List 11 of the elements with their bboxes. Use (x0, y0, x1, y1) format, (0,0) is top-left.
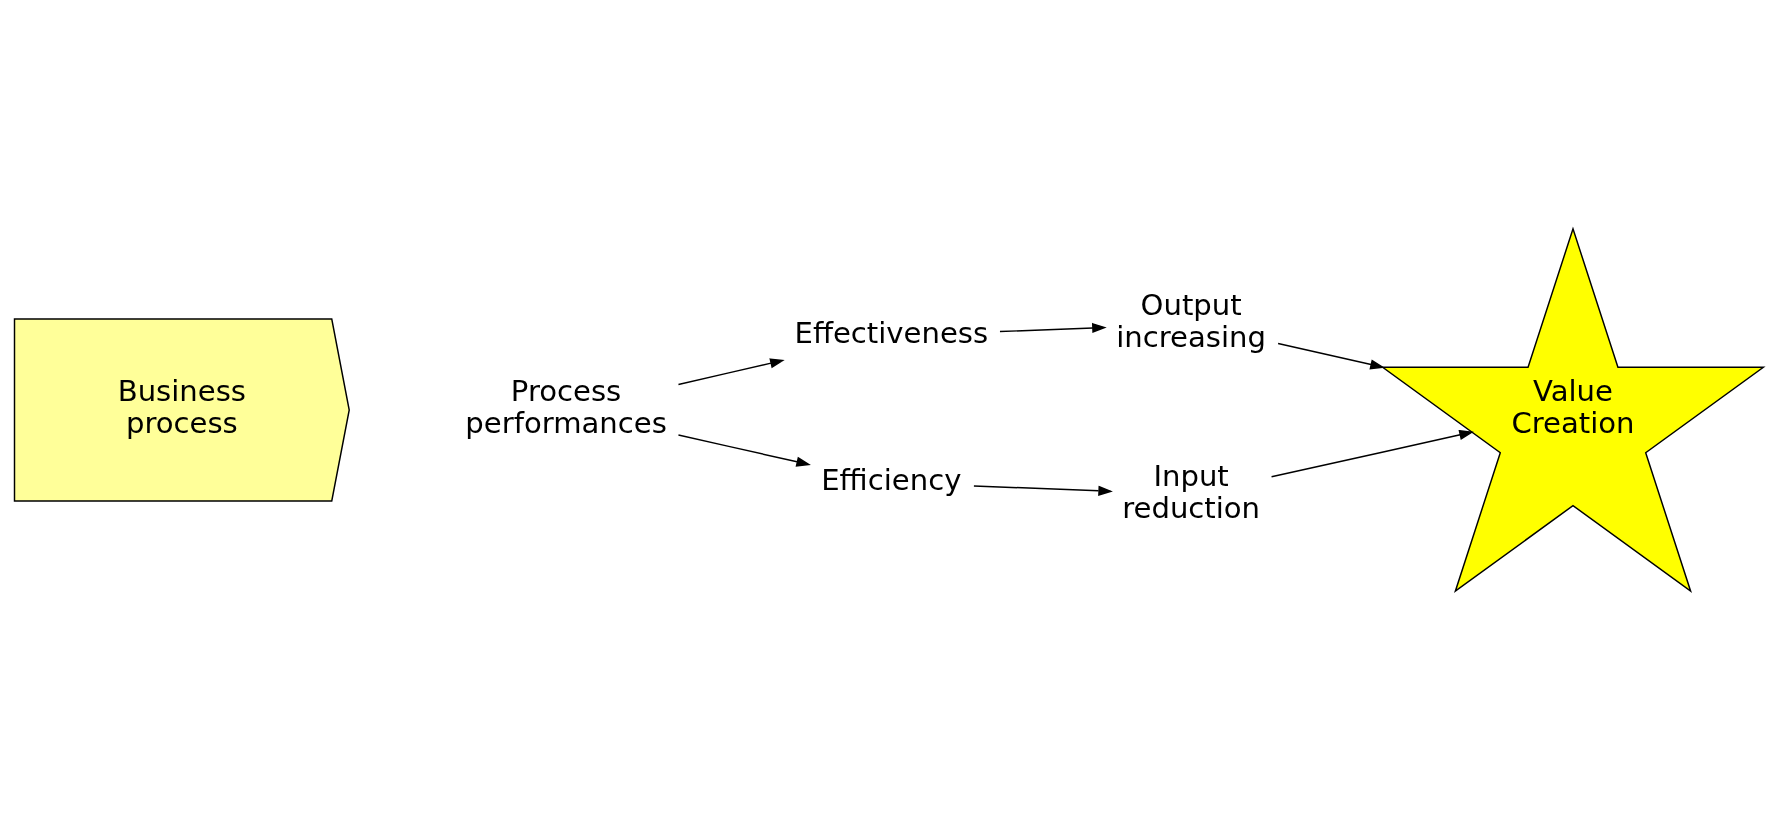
node-text: Effectiveness (794, 316, 989, 351)
node-text: Process performances (465, 374, 667, 441)
node-text: Output increasing (1116, 288, 1266, 355)
arrow (1270, 429, 1474, 478)
node-text: Input reduction (1122, 458, 1261, 525)
arrow (1277, 342, 1385, 370)
arrow (973, 485, 1113, 496)
arrow (677, 434, 811, 467)
arrow (999, 322, 1107, 334)
arrow (677, 358, 785, 386)
node-text: Efficiency (821, 463, 962, 498)
